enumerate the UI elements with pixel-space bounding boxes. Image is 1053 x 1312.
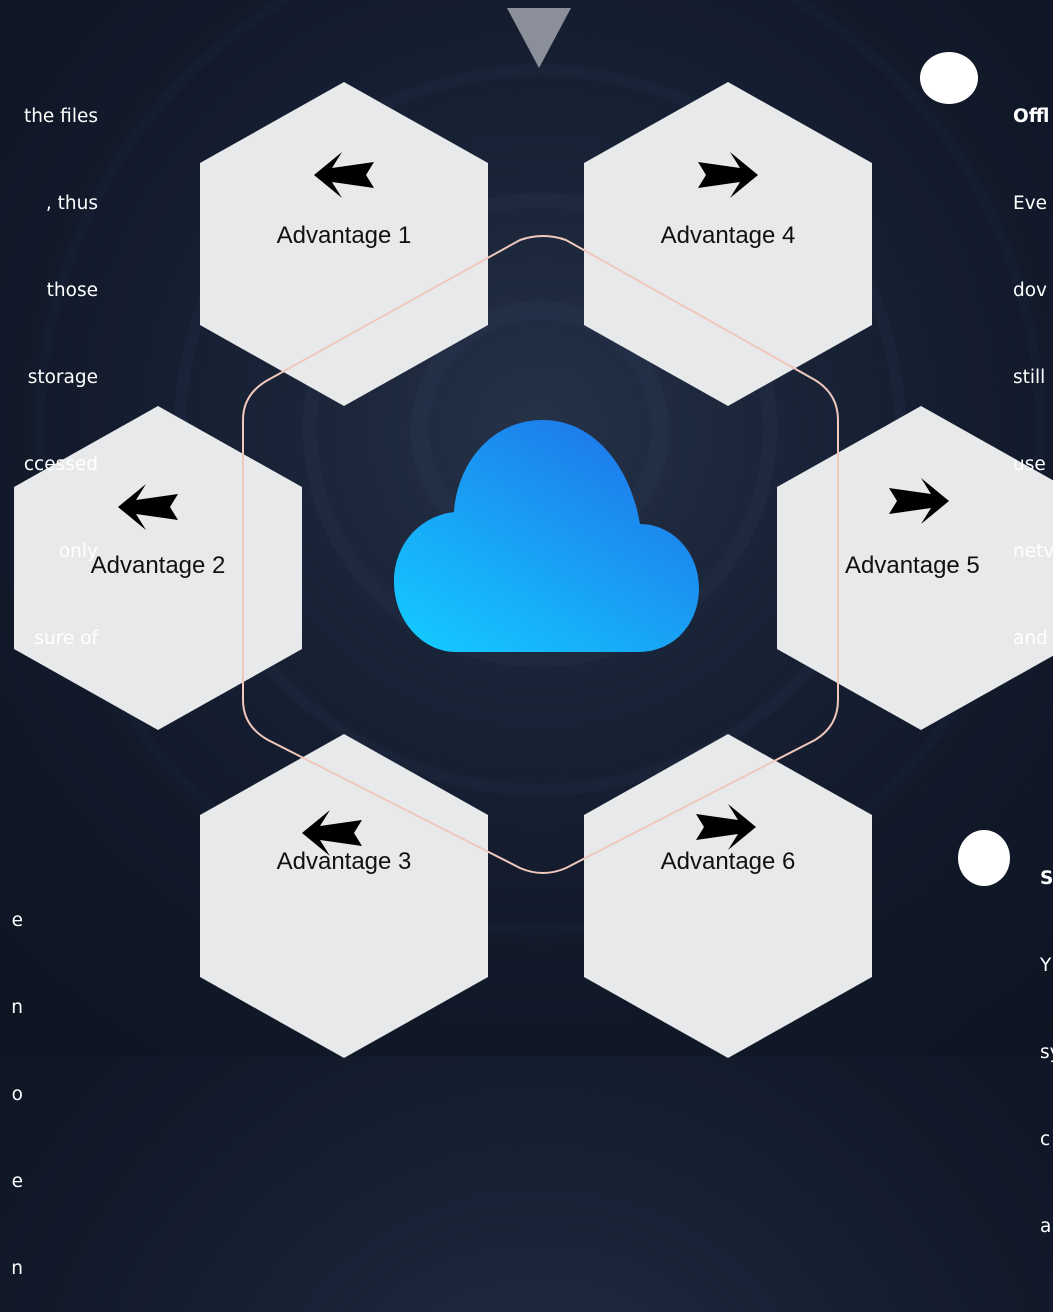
text-line: Y — [1040, 955, 1052, 976]
text-line: o — [11, 1084, 23, 1105]
text-line: Eve — [1013, 193, 1048, 214]
right-bottom-text: S Y sy c a — [1040, 806, 1053, 1270]
text-line: e — [11, 1171, 23, 1192]
text-line: a — [1040, 1216, 1052, 1237]
right-arrow-icon — [696, 804, 756, 850]
hexagon-advantage-4[interactable]: Advantage 4 — [584, 82, 872, 406]
text-line: the files — [23, 106, 98, 127]
advantage-6-label: Advantage 6 — [660, 848, 796, 875]
text-line: storage — [27, 367, 98, 388]
right-top-title: Offl — [1013, 106, 1050, 127]
right-top-text: Offl Eve dov still use netv and — [1013, 44, 1053, 682]
text-line: still — [1013, 367, 1046, 388]
right-arrow-icon — [889, 478, 949, 524]
left-top-text: the files , thus those storage ccessed o… — [24, 44, 98, 682]
advantage-1-label: Advantage 1 — [276, 222, 412, 249]
hexagon-advantage-6[interactable]: Advantage 6 — [584, 734, 872, 1058]
bullet-dot — [920, 52, 978, 104]
text-line: only — [58, 541, 98, 562]
text-line: netv — [1013, 541, 1053, 562]
hexagon-advantage-2[interactable]: Advantage 2 — [14, 406, 302, 730]
advantage-5-label: Advantage 5 — [845, 552, 980, 579]
advantage-2-label: Advantage 2 — [90, 552, 226, 579]
text-line: n — [11, 1258, 23, 1279]
right-bottom-title: S — [1040, 868, 1053, 889]
advantage-4-label: Advantage 4 — [660, 222, 796, 249]
text-line: n — [11, 997, 23, 1018]
text-line: dov — [1013, 280, 1048, 301]
left-arrow-icon — [302, 810, 362, 856]
top-triangle-marker — [507, 8, 571, 68]
text-line: sure of — [34, 628, 98, 649]
left-bottom-text: e n o e n — [11, 848, 23, 1312]
hexagon-advantage-1[interactable]: Advantage 1 — [200, 82, 488, 406]
text-line: c — [1040, 1129, 1051, 1150]
text-line: , thus — [45, 193, 98, 214]
text-line: ccessed — [23, 454, 98, 475]
text-line: those — [46, 280, 98, 301]
bullet-dot — [958, 830, 1010, 886]
right-arrow-icon — [698, 152, 758, 198]
hexagon-advantage-3[interactable]: Advantage 3 — [200, 734, 488, 1058]
advantage-3-label: Advantage 3 — [276, 848, 412, 875]
left-arrow-icon — [314, 152, 374, 198]
left-arrow-icon — [118, 484, 178, 530]
text-line: and — [1013, 628, 1048, 649]
text-line: sy — [1040, 1042, 1053, 1063]
text-line: use — [1013, 454, 1046, 475]
text-line: e — [11, 910, 23, 931]
cloud-icon — [394, 420, 699, 652]
central-hexagon-outline — [242, 235, 839, 874]
